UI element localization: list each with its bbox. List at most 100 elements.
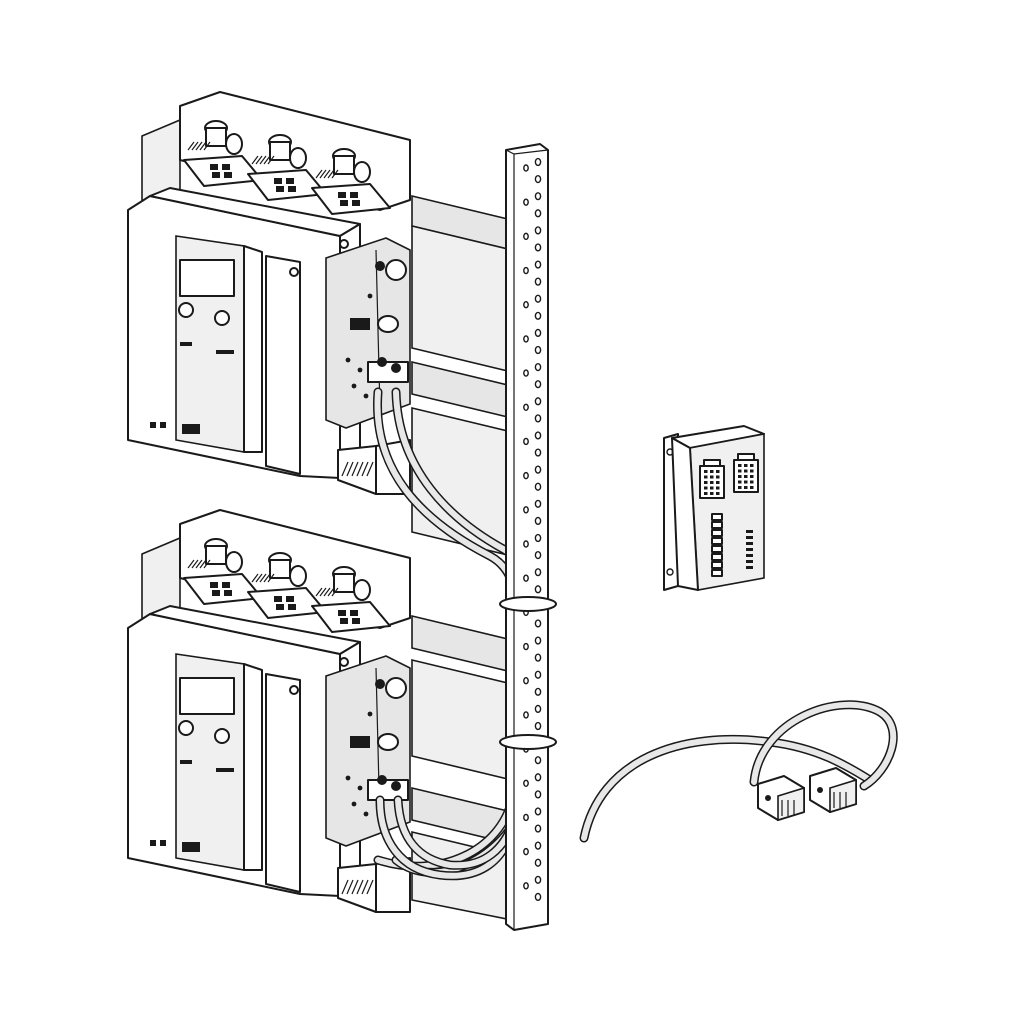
rail-hole: [534, 824, 542, 833]
rail-hole: [523, 642, 529, 651]
cable-tie-upper: [499, 596, 557, 612]
rail-hole: [534, 277, 542, 286]
rail-hole: [534, 858, 542, 867]
contact-block-middle: [377, 315, 399, 333]
pole-window: [338, 610, 346, 616]
rail-hole: [523, 369, 529, 377]
pole-plate: [311, 183, 391, 215]
cable-ties: [499, 596, 557, 750]
rail-hole: [534, 243, 542, 252]
terminal-slot: [711, 545, 723, 553]
rail-hole: [523, 779, 529, 787]
pole-window: [338, 192, 346, 198]
rotary-knob-left: [178, 302, 194, 318]
rail-hole: [534, 619, 542, 628]
rail-hole: [523, 677, 529, 685]
cable-assembly: [579, 700, 898, 843]
mounting-panel: [411, 658, 513, 782]
rail-hole: [523, 301, 529, 309]
rail-hole: [534, 841, 542, 850]
pole-window: [274, 596, 282, 602]
module-side: [671, 437, 699, 591]
rail-hole: [534, 670, 542, 679]
rail-hole: [534, 892, 542, 902]
rail-hole: [523, 335, 529, 343]
interface-module: [663, 425, 765, 591]
rail-hole: [534, 499, 542, 508]
rail-hole: [534, 209, 542, 218]
front-cover: [265, 673, 301, 893]
mounting-bar: [411, 360, 513, 420]
pole-window: [210, 164, 218, 170]
rail-hole: [534, 482, 542, 491]
rail-hole: [534, 756, 542, 765]
terminal-slot: [711, 529, 723, 537]
rail-hole: [534, 585, 542, 594]
mounting-panel: [411, 224, 513, 374]
rail-hole: [523, 471, 529, 480]
rail-hole: [534, 157, 542, 167]
front-cover: [265, 255, 301, 475]
rail-hole: [523, 711, 529, 719]
rail-hole: [534, 807, 542, 816]
rail-hole: [534, 192, 542, 201]
rail-hole: [534, 397, 542, 406]
rail-hole: [523, 574, 529, 582]
pole-window: [210, 582, 218, 588]
rail-hole: [534, 311, 542, 320]
rail-hole: [534, 448, 542, 457]
rail-hole: [534, 773, 542, 782]
display-window: [179, 677, 235, 715]
rail-hole: [523, 266, 529, 275]
status-indicator: [182, 842, 200, 852]
rail-hole: [534, 465, 542, 474]
rail-hole: [534, 653, 542, 662]
rail-hole: [534, 260, 542, 269]
status-indicator: [182, 424, 200, 434]
rotary-knob-right: [214, 728, 230, 744]
rail-hole: [534, 550, 542, 560]
rail-hole: [534, 721, 542, 731]
rail-hole: [523, 164, 529, 172]
rail-hole: [534, 174, 542, 184]
terminal-slot: [711, 553, 723, 561]
contact-block-lower: [367, 361, 409, 383]
circuit-breaker-top: [127, 91, 411, 495]
display-window: [179, 259, 235, 297]
contact-block-lower: [367, 779, 409, 801]
pole-window: [274, 178, 282, 184]
rail-body: [505, 143, 549, 931]
rail-hole: [534, 704, 542, 714]
circuit-breaker-bottom: [127, 509, 411, 913]
rail-hole: [523, 403, 529, 411]
rail-hole: [523, 813, 529, 822]
rail-hole: [534, 516, 542, 526]
rotary-knob-left: [178, 720, 194, 736]
contact-block-middle: [377, 733, 399, 751]
rail-hole: [523, 198, 529, 206]
pole-plate: [311, 601, 391, 633]
rail-hole: [534, 414, 542, 423]
rail-hole: [523, 506, 529, 514]
rail-hole: [523, 232, 529, 241]
cable-tie-lower: [499, 734, 557, 750]
rail-hole: [534, 687, 542, 696]
rail-hole: [534, 431, 542, 440]
rail-hole: [534, 328, 542, 338]
rail-hole: [523, 437, 529, 446]
terminal-slot: [711, 569, 723, 577]
rail-hole: [534, 568, 542, 577]
rail-hole: [534, 790, 542, 799]
terminal-slot: [711, 513, 723, 521]
mounting-bars: [411, 194, 513, 921]
rail-hole: [534, 345, 542, 355]
rail-hole: [534, 226, 542, 235]
rail-hole: [523, 540, 529, 548]
terminal-slot: [711, 521, 723, 529]
terminal-slot: [711, 537, 723, 545]
rail-hole: [523, 882, 529, 890]
contact-block-upper: [385, 259, 407, 281]
terminal-slot: [711, 561, 723, 569]
